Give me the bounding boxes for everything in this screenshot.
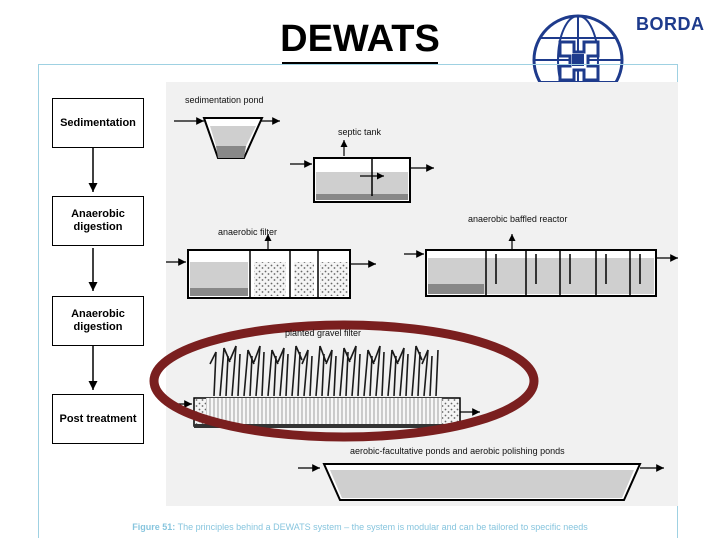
anaerobic-baffled-reactor (404, 234, 678, 297)
page-title: DEWATS (280, 18, 440, 60)
highlight-ellipse (149, 320, 539, 442)
caption-text: The principles behind a DEWATS system – … (175, 522, 588, 532)
label-septic-tank: septic tank (338, 127, 382, 137)
planted-gravel-filter (170, 345, 480, 428)
stage-anaerobic-digestion-1: Anaerobic digestion (52, 196, 144, 246)
label-sedimentation-pond: sedimentation pond (185, 95, 264, 105)
brand-name: BORDA (636, 14, 705, 34)
figure-caption: Figure 51: The principles behind a DEWAT… (0, 522, 720, 532)
stage-sedimentation: Sedimentation (52, 98, 144, 148)
label-anaerobic-filter: anaerobic filter (218, 227, 278, 237)
figure-number: Figure 51: (132, 522, 176, 532)
label-anaerobic-baffled-reactor: anaerobic baffled reactor (468, 214, 568, 224)
label-planted-gravel-filter: planted gravel filter (285, 328, 362, 338)
sedimentation-pond (174, 117, 280, 159)
stage-anaerobic-digestion-2: Anaerobic digestion (52, 296, 144, 346)
title-underline (282, 62, 438, 65)
anaerobic-filter (166, 234, 376, 299)
aerobic-ponds (298, 463, 664, 501)
label-aerobic-ponds: aerobic-facultative ponds and aerobic po… (350, 446, 565, 456)
stage-post-treatment: Post treatment (52, 394, 144, 444)
reeds (209, 345, 439, 397)
septic-tank (290, 140, 434, 203)
